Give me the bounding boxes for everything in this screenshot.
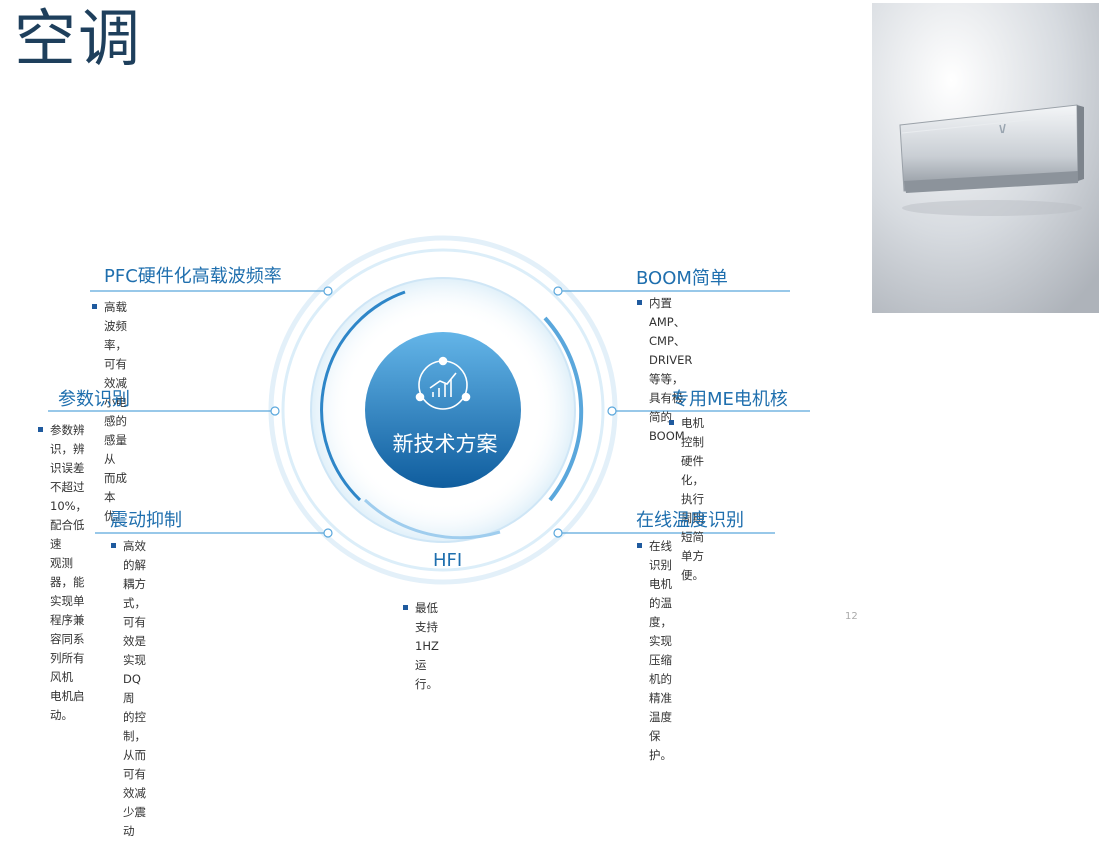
- feature-text: 简的BOOM: [649, 410, 685, 443]
- feature-text: 的控制，从而可有效减少震动: [123, 710, 146, 838]
- bullet-icon: [92, 304, 97, 309]
- feature-text: 电机启动。: [50, 689, 85, 722]
- feature-text: 高载波频率，可有效减小电感的感量从: [104, 300, 127, 466]
- feature-text: 电机控制硬件化，执行周期短简单方: [681, 416, 704, 563]
- air-conditioner-photo: [872, 3, 1099, 313]
- bullet-icon: [637, 543, 642, 548]
- slide: 空调: [14, 2, 1099, 838]
- slide-title: 空调: [14, 2, 143, 75]
- bullet-icon: [669, 420, 674, 425]
- feature-text: 便。: [681, 568, 704, 582]
- orbit-diagram: [48, 235, 810, 585]
- bullet-icon: [403, 605, 408, 610]
- feature-title: 参数识别: [58, 389, 130, 410]
- feature-title: HFI: [433, 550, 463, 571]
- growth-chart-icon: [415, 356, 471, 410]
- feature-title: PFC硬件化高载波频率: [104, 266, 282, 287]
- feature-text: 内置AMP、CMP、DRIVER等等，具有极: [649, 296, 693, 405]
- bullet-icon: [637, 300, 642, 305]
- page-number: 12: [845, 611, 858, 622]
- feature-text: 最低支持1HZ运行。: [415, 601, 439, 691]
- feature-text: 高效的解耦方式，可有效是实现DQ周: [123, 539, 146, 705]
- feature-text: 在线识别电机的温度，实现压缩机的: [649, 539, 672, 686]
- feature-text: 参数辨识，辨识误差不超过10%，配合低速: [50, 423, 88, 551]
- center-label: 新技术方案: [392, 432, 498, 456]
- feature-title: 震动抑制: [110, 510, 182, 531]
- bullet-icon: [38, 427, 43, 432]
- feature-text: 而成本优。: [104, 471, 127, 523]
- feature-title: 专用ME电机核: [671, 389, 788, 410]
- feature-title: BOOM简单: [636, 268, 728, 289]
- feature-text: 观测器，能实现单程序兼容同系列所有风机: [50, 556, 85, 684]
- feature-title: 在线温度识别: [636, 510, 744, 531]
- feature-text: 精准温度保护。: [649, 691, 672, 762]
- bullet-icon: [111, 543, 116, 548]
